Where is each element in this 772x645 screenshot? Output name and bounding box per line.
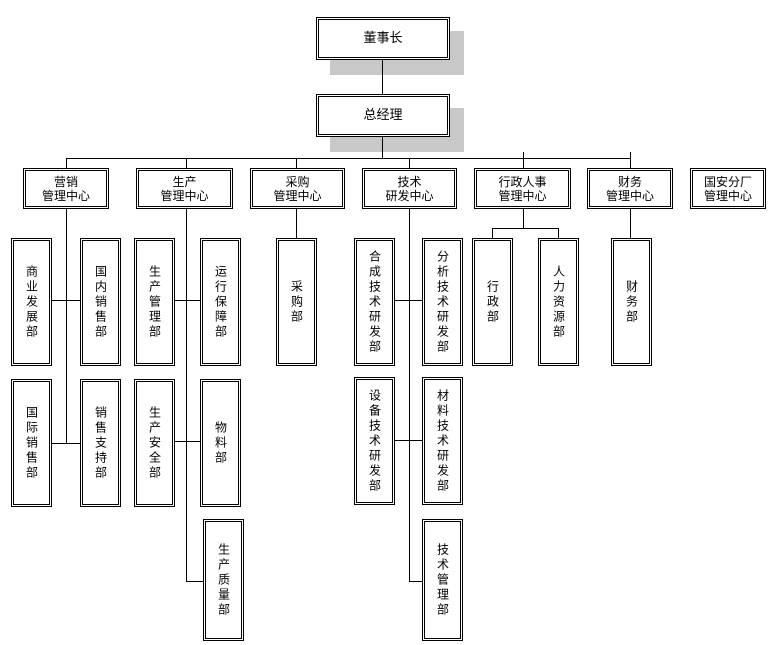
dept-materials: 物料部	[200, 379, 241, 507]
connector	[409, 581, 422, 582]
connector	[395, 300, 422, 301]
connector	[174, 441, 201, 442]
dept-domestic-sales: 国内销售部	[80, 238, 121, 366]
dept-label: 财务部	[624, 279, 639, 325]
dept-hr: 人力资源部	[538, 238, 579, 366]
center-production: 生产 管理中心	[136, 168, 233, 209]
center-sales: 营销 管理中心	[23, 168, 109, 209]
dept-label: 商业发展部	[24, 264, 39, 340]
center-label-line2: 管理中心	[160, 188, 209, 203]
dept-business-dev: 商业发展部	[11, 238, 52, 366]
dept-label: 生产管理部	[147, 264, 162, 340]
dept-prod-safety: 生产安全部	[134, 379, 175, 507]
center-tech: 技术 研发中心	[362, 168, 457, 209]
dept-label: 合成技术研发部	[367, 249, 382, 355]
connector	[66, 208, 67, 443]
center-admin: 行政人事 管理中心	[474, 168, 571, 209]
connector	[186, 208, 187, 581]
dept-sales-support: 销售支持部	[80, 379, 121, 507]
center-label-line1: 营销	[53, 174, 78, 189]
connector	[186, 158, 187, 168]
connector	[630, 208, 631, 238]
center-finance: 财务 管理中心	[587, 168, 673, 209]
connector	[409, 208, 410, 581]
chairman-node: 董事长	[316, 17, 450, 60]
connector	[66, 158, 630, 159]
dept-label: 物料部	[213, 420, 228, 466]
dept-synthesis: 合成技术研发部	[354, 238, 395, 366]
dept-material-tech: 材料技术研发部	[422, 377, 463, 505]
connector	[395, 440, 422, 441]
dept-label: 材料技术研发部	[435, 388, 450, 494]
dept-label: 国内销售部	[93, 264, 108, 340]
dept-admin: 行政部	[472, 238, 513, 366]
center-guoan: 国安分厂 管理中心	[690, 168, 766, 209]
dept-label: 技术管理部	[435, 542, 450, 618]
center-label-line1: 财务	[617, 174, 642, 189]
dept-tech-mgmt: 技术管理部	[422, 519, 463, 641]
connector	[492, 228, 493, 238]
center-label-line1: 生产	[172, 174, 197, 189]
center-label-line2: 管理中心	[498, 188, 547, 203]
center-label-line2: 研发中心	[385, 188, 434, 203]
connector	[630, 152, 631, 168]
center-label-line1: 行政人事	[498, 174, 547, 189]
connector	[296, 158, 297, 168]
dept-label: 设备技术研发部	[367, 388, 382, 494]
center-label-line1: 国安分厂	[703, 174, 752, 189]
dept-label: 采购部	[289, 279, 304, 325]
center-label-line2: 管理中心	[273, 188, 322, 203]
connector	[382, 136, 383, 158]
connector	[558, 228, 559, 238]
dept-label: 国际销售部	[24, 405, 39, 481]
dept-intl-sales: 国际销售部	[11, 379, 52, 507]
dept-label: 分析技术研发部	[435, 249, 450, 355]
connector	[52, 443, 80, 444]
center-label-line2: 管理中心	[703, 188, 752, 203]
connector	[492, 228, 559, 229]
dept-label: 运行保障部	[213, 264, 228, 340]
connector	[186, 581, 204, 582]
dept-label: 销售支持部	[93, 405, 108, 481]
general-manager-label: 总经理	[363, 107, 403, 123]
dept-prod-mgmt: 生产管理部	[134, 238, 175, 366]
dept-prod-quality: 生产质量部	[203, 519, 244, 641]
center-procurement: 采购 管理中心	[250, 168, 345, 209]
dept-ops-support: 运行保障部	[200, 238, 241, 366]
connector	[382, 59, 383, 94]
dept-finance: 财务部	[611, 238, 652, 366]
dept-label: 生产安全部	[147, 405, 162, 481]
connector	[523, 208, 524, 228]
general-manager-node: 总经理	[316, 94, 450, 137]
connector	[174, 300, 201, 301]
center-label-line2: 管理中心	[605, 188, 654, 203]
dept-label: 生产质量部	[216, 542, 231, 618]
connector	[409, 158, 410, 168]
connector	[296, 208, 297, 238]
connector	[523, 152, 524, 168]
center-label-line1: 技术	[397, 174, 422, 189]
dept-label: 人力资源部	[551, 264, 566, 340]
connector	[52, 300, 80, 301]
connector	[66, 158, 67, 168]
center-label-line2: 管理中心	[41, 188, 90, 203]
center-label-line1: 采购	[285, 174, 310, 189]
dept-purchasing: 采购部	[276, 238, 317, 366]
dept-analysis: 分析技术研发部	[422, 238, 463, 366]
chairman-label: 董事长	[363, 30, 403, 46]
dept-label: 行政部	[485, 279, 500, 325]
dept-equipment: 设备技术研发部	[354, 377, 395, 505]
